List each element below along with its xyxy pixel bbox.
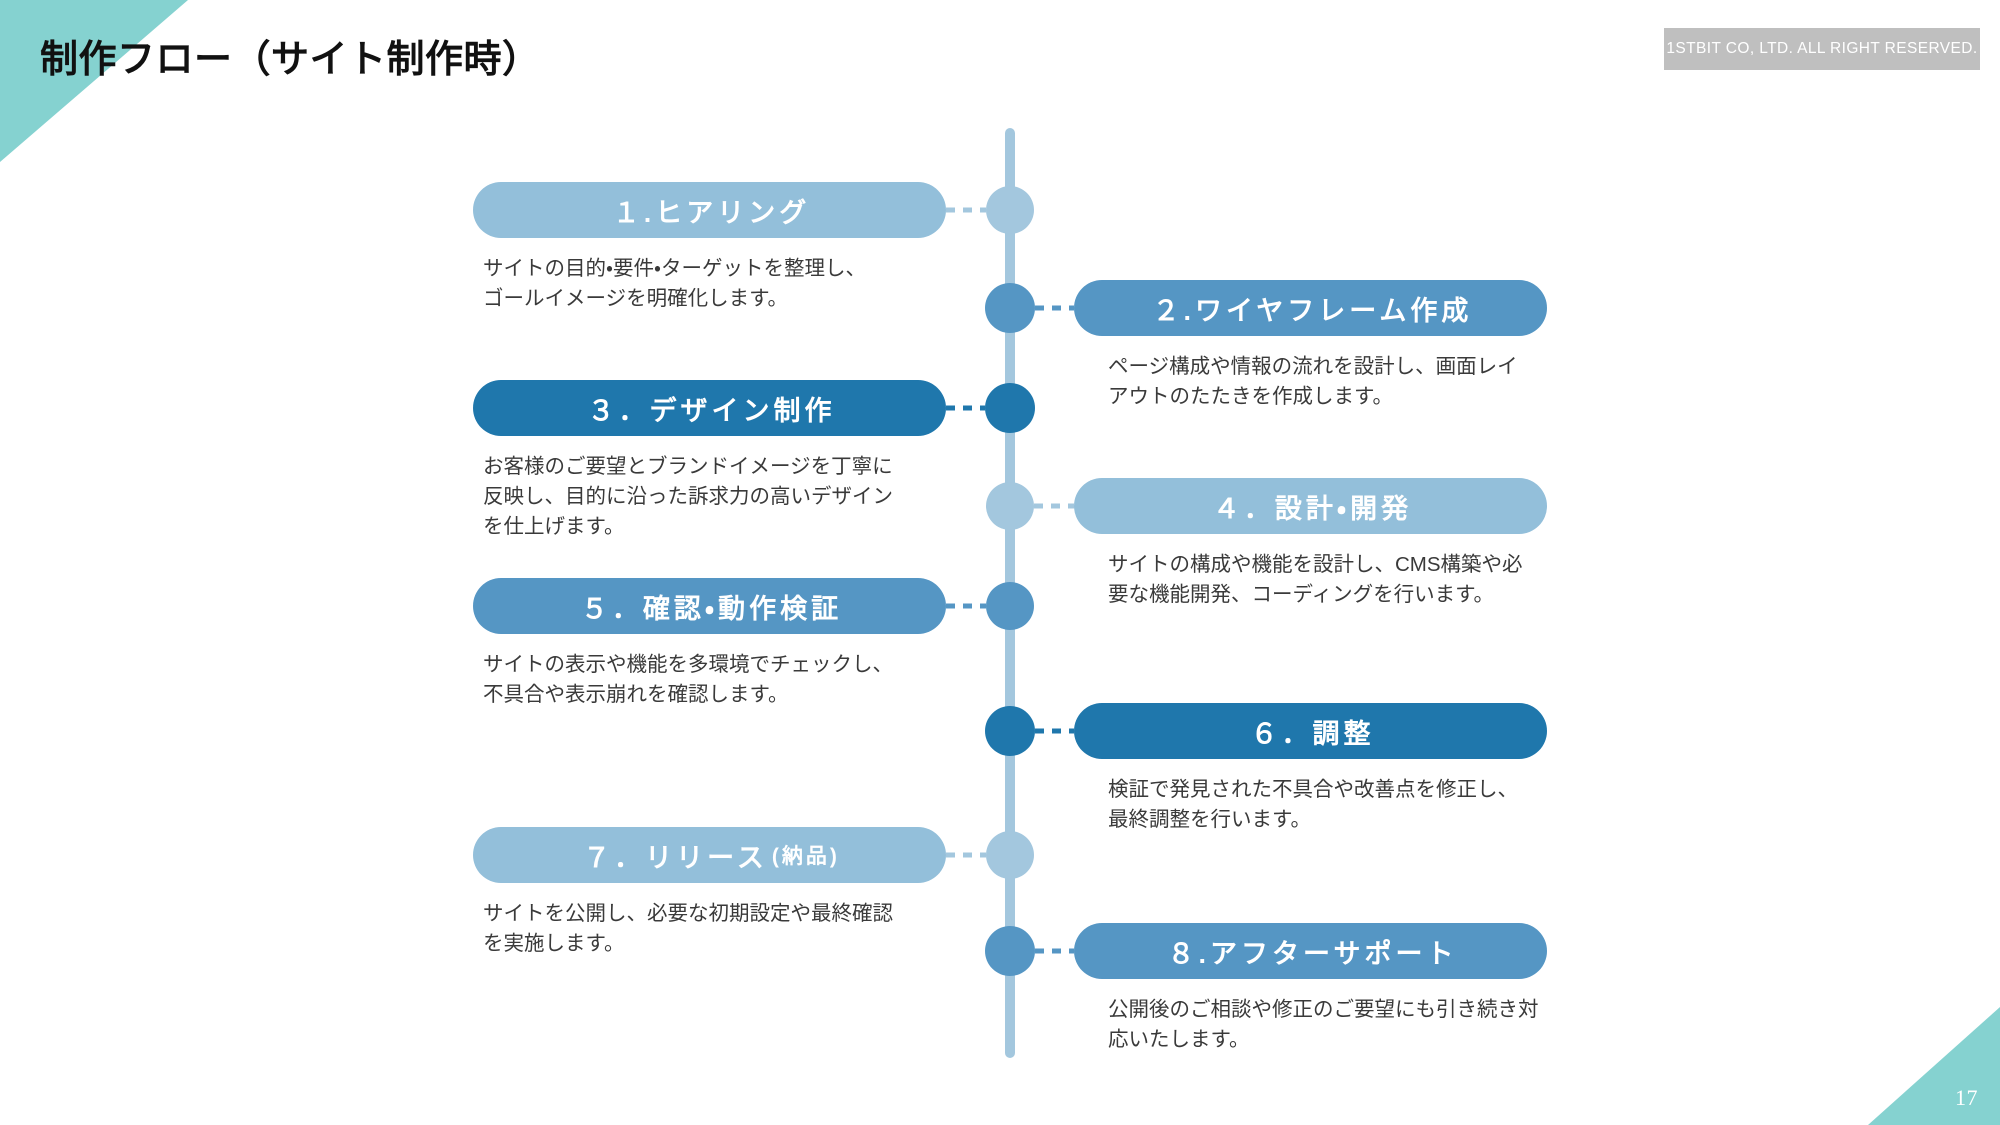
step-description-1: サイトの目的・要件・ターゲットを整理し、 ゴールイメージを明確化します。 [483, 257, 866, 311]
connector-dotted-line [946, 207, 986, 213]
timeline-node-5[interactable] [986, 582, 1034, 630]
step-pill-1[interactable]: １.ヒアリング [473, 182, 946, 238]
step-pill-label: ８.アフターサポート [1167, 938, 1458, 969]
step-pill-label: ５．確認・動作検証 [580, 593, 843, 624]
page-title: 制作フロー（サイト制作時） [40, 39, 541, 81]
connector-dotted-line [1035, 305, 1074, 311]
step-pill-label: ７．リリース [583, 842, 768, 873]
step-description-3: お客様のご要望とブランドイメージを丁寧に 反映し、目的に沿った訴求力の高いデザイ… [483, 455, 893, 539]
connector-dotted-line [946, 852, 986, 858]
connector-dotted-line [1035, 948, 1074, 954]
timeline-node-4[interactable] [986, 482, 1034, 530]
step-pill-label: ２.ワイヤフレーム作成 [1152, 295, 1473, 326]
step-description-8: 公開後のご相談や修正のご要望にも引き続き対 応いたします。 [1108, 998, 1539, 1052]
timeline-node-3[interactable] [985, 383, 1035, 433]
step-pill-4[interactable]: ４．設計・開発 [1074, 478, 1547, 534]
step-description-7: サイトを公開し、必要な初期設定や最終確認 を実施します。 [483, 902, 893, 956]
step-pill-2[interactable]: ２.ワイヤフレーム作成 [1074, 280, 1547, 336]
decorative-corner-bottom-right [1868, 1007, 2000, 1125]
step-pill-5[interactable]: ５．確認・動作検証 [473, 578, 946, 634]
step-pill-label: ４．設計・開発 [1212, 493, 1413, 524]
connector-dotted-line [946, 603, 986, 609]
connector-dotted-line [1035, 728, 1074, 734]
connector-dotted-line [946, 405, 985, 411]
timeline-node-1[interactable] [986, 186, 1034, 234]
step-description-5: サイトの表示や機能を多環境でチェックし、 不具合や表示崩れを確認します。 [483, 653, 893, 707]
page-number: 17 [1955, 1085, 1978, 1110]
step-pill-sublabel: (納品) [771, 845, 840, 868]
step-pill-3[interactable]: ３．デザイン制作 [473, 380, 946, 436]
copyright-badge: 1STBIT CO, LTD. ALL RIGHT RESERVED. [1664, 28, 1980, 70]
timeline-node-8[interactable] [985, 926, 1035, 976]
step-description-2: ページ構成や情報の流れを設計し、画面レイ アウトのたたきを作成します。 [1108, 355, 1518, 409]
step-pill-6[interactable]: ６．調整 [1074, 703, 1547, 759]
step-pill-7[interactable]: ７．リリース(納品) [473, 827, 946, 883]
timeline-node-6[interactable] [985, 706, 1035, 756]
step-description-6: 検証で発見された不具合や改善点を修正し、 最終調整を行います。 [1108, 778, 1518, 832]
timeline-node-2[interactable] [985, 283, 1035, 333]
step-pill-label: １.ヒアリング [612, 197, 811, 228]
step-pill-label: ３．デザイン制作 [587, 395, 836, 426]
step-pill-8[interactable]: ８.アフターサポート [1074, 923, 1547, 979]
timeline-node-7[interactable] [986, 831, 1034, 879]
step-pill-label: ６．調整 [1250, 718, 1375, 749]
connector-dotted-line [1034, 503, 1074, 509]
step-description-4: サイトの構成や機能を設計し、CMS構築や必 要な機能開発、コーディングを行います… [1108, 553, 1523, 607]
